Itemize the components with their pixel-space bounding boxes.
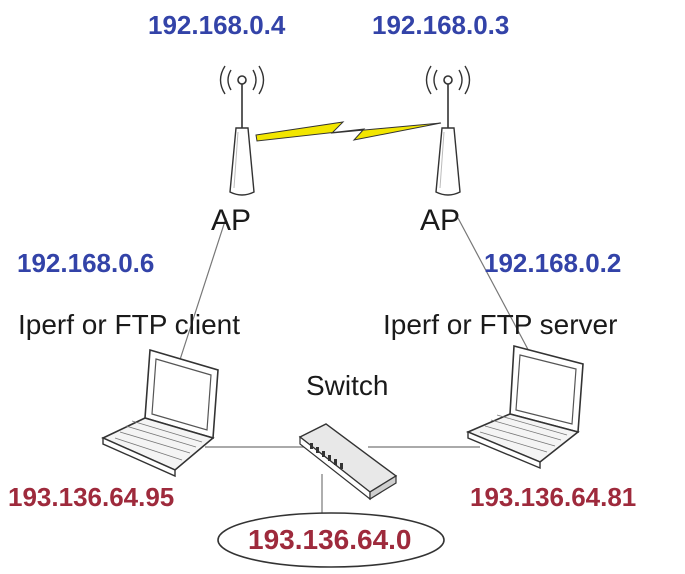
network-address: 193.136.64.0 <box>248 524 412 555</box>
server-wireless-ip: 192.168.0.2 <box>484 248 622 278</box>
antenna-icon <box>219 65 265 196</box>
client-role-label: Iperf or FTP client <box>18 309 241 340</box>
link-ap-left-to-client <box>175 217 227 373</box>
client-wireless-ip: 192.168.0.6 <box>17 248 155 278</box>
switch-icon <box>298 423 398 501</box>
link-lines <box>175 217 541 518</box>
ap-right-label: AP <box>420 204 461 237</box>
laptop-icon <box>101 348 219 478</box>
ap-left-ip: 192.168.0.4 <box>148 10 286 40</box>
server-role-label: Iperf or FTP server <box>383 309 618 340</box>
ap-left-label: AP <box>211 204 252 237</box>
network-ellipse <box>217 512 445 568</box>
server-wired-ip: 193.136.64.81 <box>470 482 637 512</box>
link-ap-right-to-server <box>457 217 541 373</box>
antenna-icon <box>425 65 471 196</box>
wireless-link-icon <box>255 121 442 142</box>
switch-label: Switch <box>306 370 389 401</box>
laptop-icon <box>465 344 584 470</box>
client-wired-ip: 193.136.64.95 <box>8 482 175 512</box>
ap-right-ip: 192.168.0.3 <box>372 10 510 40</box>
